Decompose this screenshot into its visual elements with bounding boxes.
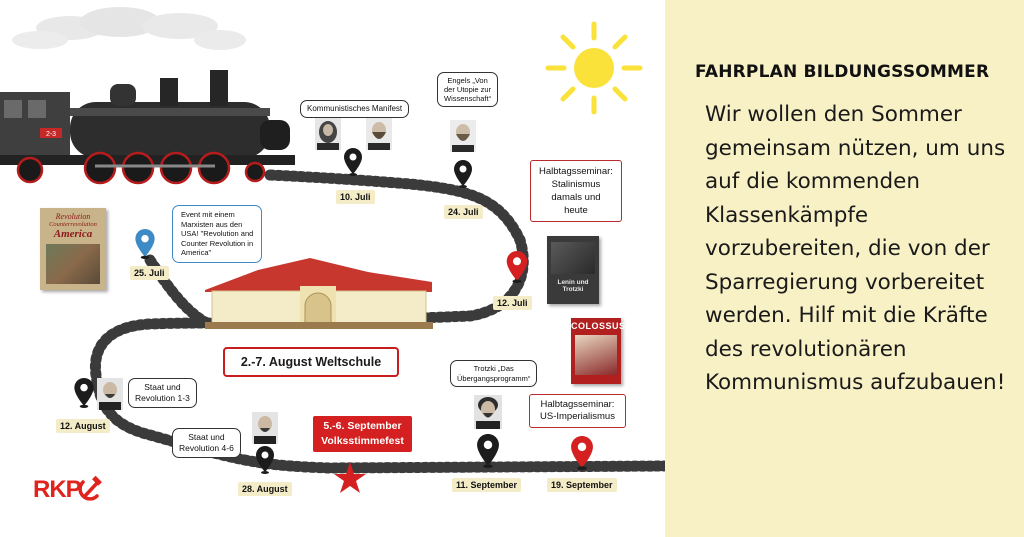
portrait-engels <box>366 118 392 150</box>
panel-body-text: Wir wollen den Sommer gemeinsam nützen, … <box>705 102 1006 395</box>
map-pin-icon <box>256 446 274 474</box>
stop-label-19-september: 19. September <box>547 478 617 492</box>
bubble-line: Revolution 4-6 <box>179 443 234 453</box>
svg-text:2-3: 2-3 <box>46 131 56 138</box>
book-title: Lenin und Trotzki <box>557 279 589 293</box>
bubble-line: damals und <box>551 192 601 203</box>
hammer-sickle-icon <box>78 475 102 501</box>
bubble-line: Trotzki „Das <box>473 364 514 373</box>
event-weltschule: 2.-7. August Weltschule <box>223 347 399 377</box>
scene-graphics: 2-3 <box>0 7 665 501</box>
stop-label-12-juli: 12. Juli <box>493 296 532 310</box>
bubble-line: Halbtagsseminar: <box>540 399 615 410</box>
event-volksstimmefest-line: 5.-6. September <box>323 420 402 432</box>
stop-label-24-juli: 24. Juli <box>444 205 483 219</box>
bubble-engels-utopie: Engels „Von der Utopie zur Wissenschaft“ <box>437 72 499 107</box>
book-cover-art <box>575 335 617 375</box>
bubble-line: Staat und <box>144 382 181 392</box>
bubble-line: Marxisten aus den <box>181 219 243 229</box>
map-pin-icon <box>344 148 362 176</box>
panel-title: FAHRPLAN BILDUNGSSOMMER <box>695 62 990 82</box>
portrait-lenin <box>97 378 123 410</box>
event-volksstimmefest-line: Volksstimmefest <box>321 435 404 447</box>
bubble-line: Staat und <box>188 432 225 442</box>
map-pin-icon <box>74 378 94 408</box>
bubble-trotzki-uebergangsprogramm: Trotzki „Das Übergangsprogramm“ <box>450 360 538 387</box>
portrait-trotzki <box>474 395 502 429</box>
station-building <box>205 258 433 329</box>
bubble-line: Revolution 1-3 <box>135 393 190 403</box>
portrait-marx <box>315 118 341 150</box>
info-panel: FAHRPLAN BILDUNGSSOMMER Wir wollen den S… <box>665 0 1024 537</box>
map-pin-icon <box>571 436 593 470</box>
portrait-engels-2 <box>450 120 476 152</box>
bubble-line: Counter Revolution in <box>181 238 254 248</box>
sun-icon <box>545 21 643 115</box>
book-title: COLOSSUS <box>571 321 626 331</box>
stop-label-10-juli: 10. Juli <box>336 190 375 204</box>
bubble-staat-revolution-1-3: Staat und Revolution 1-3 <box>128 378 197 408</box>
stop-label-28-august: 28. August <box>238 482 292 496</box>
bubble-line: der Utopie zur <box>444 85 492 94</box>
bubble-line: Engels „Von <box>447 76 488 85</box>
stop-label-25-juli: 25. Juli <box>130 266 169 280</box>
bubble-line: Übergangsprogramm“ <box>457 373 531 383</box>
event-volksstimmefest: 5.-6. September Volksstimmefest <box>313 416 412 452</box>
book-lenin-trotzki: Lenin und Trotzki <box>547 236 599 304</box>
map-pin-icon <box>477 434 499 468</box>
book-cover-art <box>551 242 595 274</box>
book-title-line: Revolution <box>55 212 91 221</box>
map-pin-icon <box>506 251 528 283</box>
event-weltschule-label: 2.-7. August Weltschule <box>240 355 382 369</box>
bubble-stalinismus: Halbtagsseminar: Stalinismus damals und … <box>530 160 622 222</box>
map-pin-icon <box>135 229 155 259</box>
bubble-us-imperialismus: Halbtagsseminar: US-Imperialismus <box>529 394 626 428</box>
bubble-line: Event mit einem <box>181 210 235 219</box>
bubble-line: Stalinismus <box>551 179 601 190</box>
bubble-line: Halbtagsseminar: <box>539 166 613 177</box>
book-cover-art <box>46 244 100 284</box>
bubble-kommunistisches-manifest: Kommunistisches Manifest <box>300 100 410 118</box>
map-pin-icon <box>454 160 472 188</box>
star-icon <box>334 462 366 493</box>
portrait-lenin-2 <box>252 412 278 444</box>
bubble-line: heute <box>564 205 588 216</box>
smoke-cloud <box>12 7 246 50</box>
steam-locomotive: 2-3 <box>0 70 295 185</box>
rkp-logo-text: RKP <box>33 476 82 503</box>
book-title-line: America <box>53 228 93 240</box>
bubble-line: USA! "Revolution and <box>181 229 254 238</box>
book-revolution-america: Revolution Counterrevolution America <box>40 208 106 290</box>
timeline-scene: 2-3 <box>0 7 665 503</box>
stop-label-12-august: 12. August <box>56 419 110 433</box>
book-colossus: COLOSSUS <box>571 318 626 384</box>
bubble-line: America" <box>181 248 212 257</box>
bubble-staat-revolution-4-6: Staat und Revolution 4-6 <box>172 428 241 458</box>
book-title-line: Counterrevolution <box>49 221 97 228</box>
bubble-line: US-Imperialismus <box>540 411 615 422</box>
stop-label-11-september: 11. September <box>452 478 522 492</box>
bubble-line: Wissenschaft“ <box>444 94 492 103</box>
bubble-line: Kommunistisches Manifest <box>307 104 403 113</box>
bubble-event-usa: Event mit einem Marxisten aus den USA! "… <box>172 205 263 263</box>
